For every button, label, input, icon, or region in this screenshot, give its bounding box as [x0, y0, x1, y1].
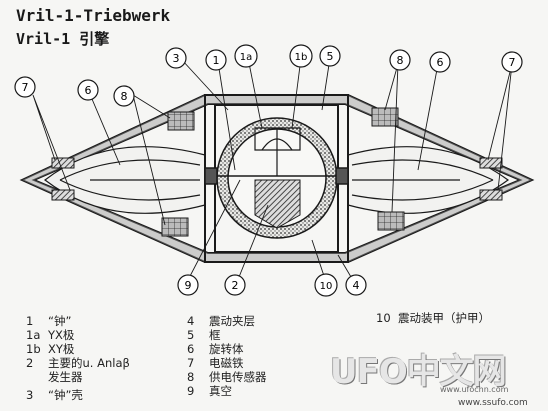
- center-bar: [204, 167, 349, 185]
- watermark-url-logo: www.ufochn.com: [440, 385, 509, 394]
- callout-8-right: 8: [389, 49, 411, 71]
- callout-6-right: 6: [429, 51, 451, 73]
- callout-7-right: 7: [501, 51, 523, 73]
- callout-4: 4: [345, 274, 367, 296]
- generator: [254, 179, 301, 229]
- callout-9: 9: [177, 274, 199, 296]
- callout-6-left: 6: [77, 79, 99, 101]
- callout-10: 10: [314, 273, 338, 297]
- watermark: UFO中文网 www.ufochn.com www.ssufo.com: [320, 338, 548, 411]
- callout-6-right-label: 6: [437, 56, 444, 69]
- power-sensor-right: [371, 107, 405, 231]
- callout-10-label: 10: [320, 281, 333, 292]
- electromagnet-right: [479, 157, 503, 201]
- rotating-body-left: [44, 146, 206, 214]
- legend-item: 3“钟”壳: [26, 388, 83, 402]
- callout-6-left-label: 6: [85, 84, 92, 97]
- callout-1b: 1b: [289, 44, 313, 68]
- watermark-logo: UFO中文网: [330, 352, 507, 392]
- callout-7-left: 7: [14, 76, 36, 98]
- legend-item: 发生器: [48, 370, 83, 384]
- callout-3-label: 3: [173, 52, 180, 65]
- rotating-body-right: [347, 146, 510, 214]
- callout-3: 3: [165, 47, 187, 69]
- callout-7-left-label: 7: [22, 81, 29, 94]
- electromagnet-left: [51, 157, 75, 201]
- callout-2: 2: [224, 274, 246, 296]
- callout-1-label: 1: [213, 54, 220, 67]
- callout-1a: 1a: [234, 44, 258, 68]
- callout-5-label: 5: [327, 50, 334, 63]
- callouts: 7 6 8 3 1 1a 1b 5 8 6 7 9 2 10 4: [14, 44, 523, 297]
- leader-lines: [32, 57, 513, 283]
- bell-housing: [254, 127, 301, 176]
- callout-4-label: 4: [353, 279, 360, 292]
- callout-8-right-label: 8: [397, 54, 404, 67]
- vibration-layer: [216, 117, 338, 239]
- title-chinese: Vril-1 引擎: [16, 30, 110, 48]
- callout-2-label: 2: [232, 279, 239, 292]
- callout-9-label: 9: [185, 279, 192, 292]
- power-sensor-left: [161, 111, 195, 237]
- callout-1a-label: 1a: [240, 52, 253, 63]
- callout-8-left: 8: [113, 85, 135, 107]
- watermark-url-bottom: www.ssufo.com: [458, 398, 528, 408]
- callout-5: 5: [319, 45, 341, 67]
- callout-7-right-label: 7: [509, 56, 516, 69]
- legend-item: 1“钟”: [26, 314, 72, 328]
- callout-1b-label: 1b: [295, 52, 308, 63]
- callout-1: 1: [205, 49, 227, 71]
- title-german: Vril-1-Triebwerk: [16, 6, 171, 25]
- callout-8-left-label: 8: [121, 90, 128, 103]
